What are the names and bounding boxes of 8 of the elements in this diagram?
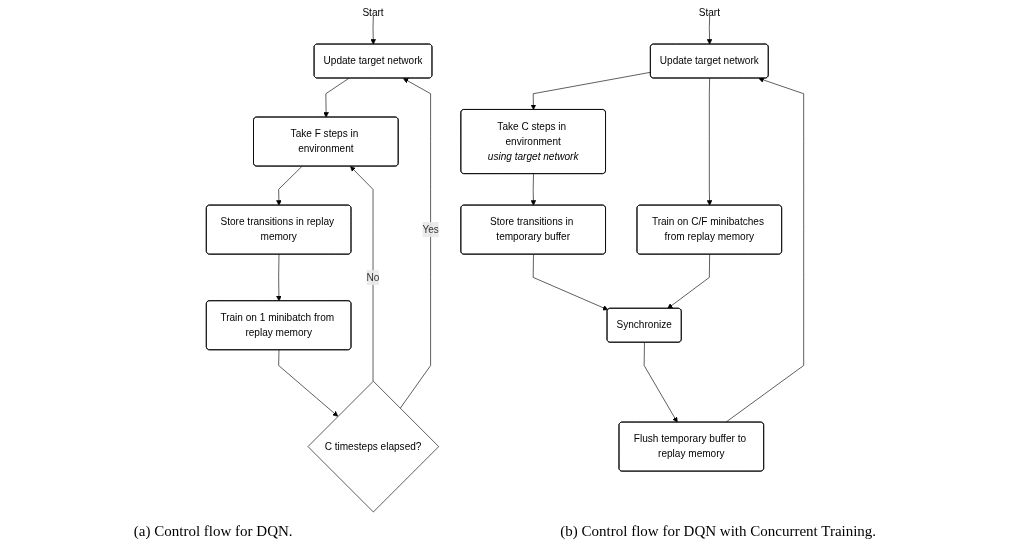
edge-label: No xyxy=(366,271,380,283)
flowchart: No Yes Start Update target network Take F steps in environment Store transitions in replay memory Train on 1 minibatch from replay memory C timesteps elapsed? Start Update target network Take C steps in environment using target network Train on C/F minibatches from replay memory Store transitions in temporary buffer Synchronize Flush temporary buffer to replay memory xyxy=(0,0,1010,517)
edge-label: Yes xyxy=(422,223,439,235)
figure-caption: (a) Control flow for DQN. xyxy=(133,523,293,540)
node-diamond xyxy=(307,380,440,513)
node-text: Start xyxy=(698,6,720,18)
figure-caption: (b) Control flow for DQN with Concurrent Training. xyxy=(560,523,877,540)
node-text: Start xyxy=(362,6,384,18)
